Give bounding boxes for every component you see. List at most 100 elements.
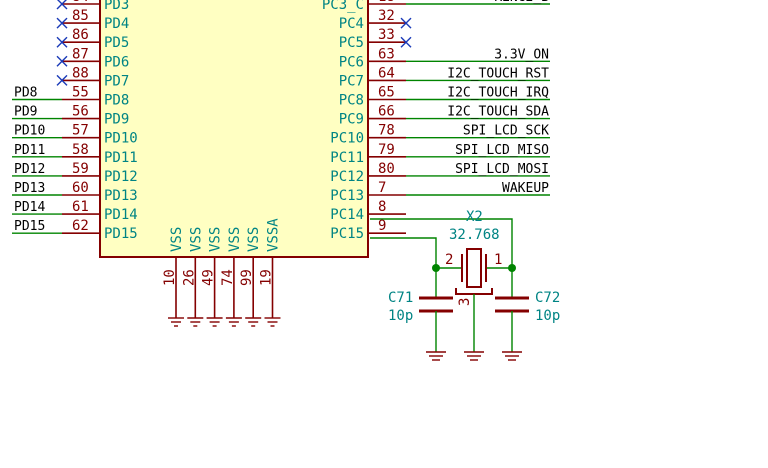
pin-name: PC13 — [330, 188, 364, 204]
capacitor-c71: C71 10p — [388, 268, 453, 361]
pin-name: PD6 — [104, 54, 129, 70]
crystal-value: 32.768 — [449, 227, 500, 243]
net-label: PD11 — [14, 143, 45, 158]
pin-name: PD5 — [104, 35, 129, 51]
pin-name: VSS — [169, 227, 185, 252]
pin-number: 84 — [72, 0, 89, 5]
net-label: PD15 — [14, 219, 45, 234]
pin-name: PD7 — [104, 73, 129, 89]
capacitor-c72: C72 10p — [495, 268, 560, 361]
pin-name: PD9 — [104, 112, 129, 128]
pin-number: 18 — [378, 0, 395, 5]
crystal-x2: X2 32.768 2 1 3 — [445, 209, 502, 361]
bottom-pin-vss-10: VSS 10 — [162, 227, 185, 327]
pin-number: 7 — [378, 180, 386, 196]
pin-number: 33 — [378, 27, 395, 43]
bottom-pin-vss-26: VSS 26 — [181, 227, 204, 327]
net-label: PD10 — [14, 124, 45, 139]
pin-number: 56 — [72, 104, 89, 120]
net-label: SPI_LCD_SCK — [463, 124, 549, 139]
net-label: SPI_LCD_MISO — [455, 143, 549, 158]
pin-number: 61 — [72, 199, 89, 215]
pin-number: 63 — [378, 46, 395, 62]
pin-name: PD14 — [104, 207, 138, 223]
pin-name: PC6 — [339, 54, 364, 70]
pin-number: 78 — [378, 123, 395, 139]
net-label: I2C_TOUCH_SDA — [447, 105, 549, 120]
pin-number: 10 — [162, 269, 178, 286]
net-label: RENC2_B — [494, 0, 549, 5]
pin-name: PD4 — [104, 16, 129, 32]
pin-name: PC7 — [339, 73, 364, 89]
net-label: PD8 — [14, 86, 37, 101]
crystal-pin2-num: 2 — [445, 252, 453, 268]
bottom-pin-vss-74: VSS 74 — [220, 227, 243, 327]
wire-pc14-xtal — [370, 218, 513, 268]
pin-name: VSS — [227, 227, 243, 252]
crystal-pin3-num: 3 — [457, 298, 473, 306]
pin-name: PC11 — [330, 150, 364, 166]
net-label: PD14 — [14, 200, 45, 215]
pin-number: 85 — [72, 8, 89, 24]
pin-name: VSS — [188, 227, 204, 252]
pin-number: 86 — [72, 27, 89, 43]
pin-number: 88 — [72, 65, 89, 81]
pins-layer: 84PD385PD486PD587PD688PD7PD855PD8PD956PD… — [12, 0, 550, 327]
crystal-ref: X2 — [466, 209, 483, 225]
pin-number: 62 — [72, 218, 89, 234]
pin-number: 55 — [72, 85, 89, 101]
bottom-pin-vss-49: VSS 49 — [201, 227, 224, 327]
net-label: PD9 — [14, 105, 37, 120]
pin-number: 80 — [378, 161, 395, 177]
pin-name: PC9 — [339, 112, 364, 128]
pin-number: 49 — [201, 269, 217, 286]
net-label: I2C_TOUCH_RST — [447, 66, 549, 81]
pin-name: VSS — [208, 227, 224, 252]
pin-number: 9 — [378, 218, 386, 234]
pin-name: PC12 — [330, 169, 364, 185]
pin-number: 26 — [181, 269, 197, 286]
pin-number: 32 — [378, 8, 395, 24]
pin-number: 65 — [378, 85, 395, 101]
c71-value: 10p — [388, 308, 413, 324]
wire-pc15-xtal — [370, 237, 437, 268]
net-label: 3.3V_ON — [494, 47, 549, 62]
pin-number: 58 — [72, 142, 89, 158]
pin-number: 57 — [72, 123, 89, 139]
pin-number: 19 — [259, 269, 275, 286]
pin-name: PC10 — [330, 131, 364, 147]
pin-name: PC8 — [339, 93, 364, 109]
pin-name: PD11 — [104, 150, 138, 166]
pin-name: PC15 — [330, 226, 364, 242]
pin-number: 99 — [239, 269, 255, 286]
pin-name: PD13 — [104, 188, 138, 204]
net-label: WAKEUP — [502, 181, 549, 196]
pin-name: PC4 — [339, 16, 364, 32]
pin-name: VSSA — [266, 218, 282, 252]
left-pin-pd3: 84 PD3 — [56, 0, 129, 13]
pin-number: 74 — [220, 269, 236, 286]
crystal-pin1-num: 1 — [494, 252, 502, 268]
pin-name: PD3 — [104, 0, 129, 13]
c71-ref: C71 — [388, 290, 413, 306]
mcu-body — [99, 0, 369, 258]
